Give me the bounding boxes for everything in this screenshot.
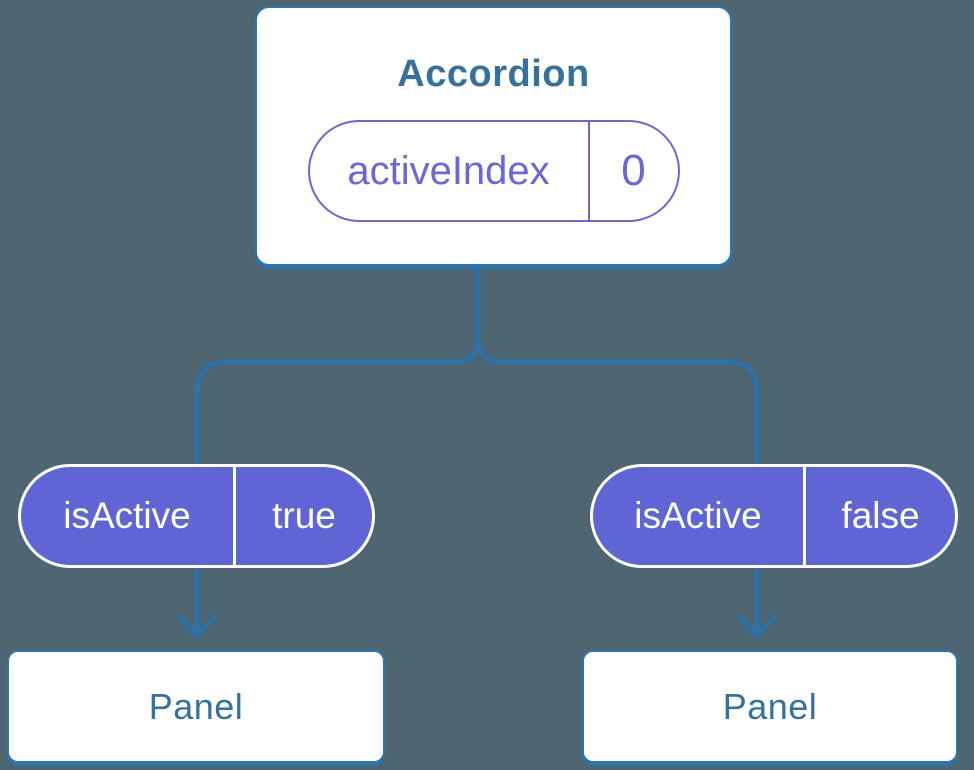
state-value-label: false <box>841 495 920 536</box>
pill-divider <box>587 122 590 220</box>
component-title: Panel <box>722 685 818 727</box>
is-active-state-pill-right: isActive false <box>590 464 958 568</box>
prop-value-label: 0 <box>621 146 646 195</box>
is-active-state-pill-left: isActive true <box>18 464 375 568</box>
panel-component-card-left: Panel <box>7 650 385 763</box>
component-title: Accordion <box>397 53 590 95</box>
arrow-down-icon <box>737 614 777 639</box>
component-title: Panel <box>148 685 244 727</box>
pill-divider <box>233 467 236 565</box>
accordion-component-card: Accordion activeIndex 0 <box>255 6 732 266</box>
branch-line-left <box>194 261 481 634</box>
state-name-label: isActive <box>63 495 191 536</box>
panel-component-card-right: Panel <box>582 650 958 763</box>
active-index-prop-pill: activeIndex 0 <box>307 120 680 222</box>
pill-divider <box>803 467 806 565</box>
arrow-down-icon <box>177 614 217 639</box>
prop-name-label: activeIndex <box>347 148 550 193</box>
state-name-label: isActive <box>634 495 762 536</box>
branch-line-right <box>475 261 760 634</box>
state-value-label: true <box>272 495 336 536</box>
